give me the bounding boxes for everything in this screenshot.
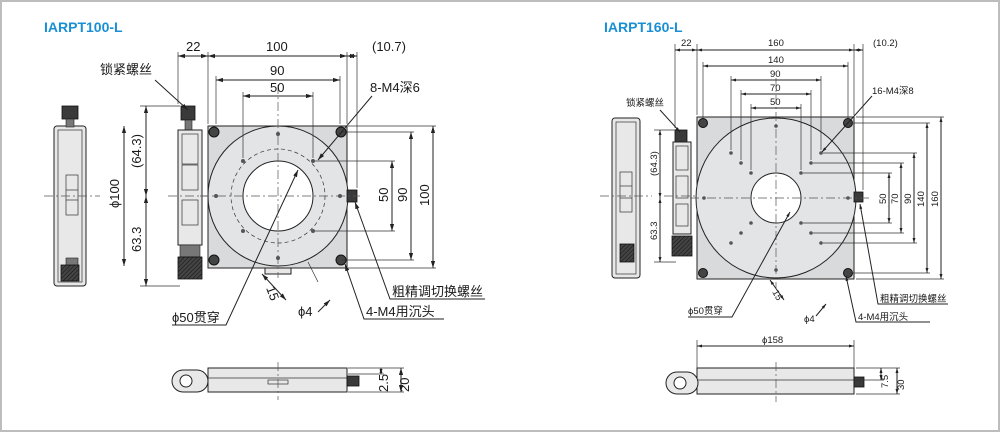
label-counterbore-100: 4-M4用沉头 (366, 304, 435, 319)
dim-50-top-100: 50 (270, 80, 284, 95)
dim-dia100: ϕ100 (107, 179, 122, 208)
dim-63-3-160: 63.3 (649, 222, 660, 241)
model-iarpt160: IARPT160-L (600, 19, 948, 402)
dim-v90-100: 90 (395, 188, 410, 202)
dim-dia4-160: ϕ4 (804, 314, 815, 325)
dim-50-top-160: 50 (770, 97, 781, 108)
top-view-100 (200, 85, 360, 278)
dim-64-3-100: (64.3) (129, 134, 144, 168)
dim-v160-160: 160 (930, 191, 941, 207)
dim-64-3-160: (64.3) (649, 151, 660, 176)
label-lock-screw-160: 锁紧螺丝 (626, 97, 664, 109)
dim-dia4-100: ϕ4 (298, 304, 313, 319)
dim-90-top-100: 90 (270, 63, 284, 78)
callouts-160: 锁紧螺丝 16-M4深8 粗精调切换螺丝 4-M4用沉头 ϕ50贯穿 15 ϕ4 (626, 86, 948, 325)
dim-10-2: (10.2) (873, 38, 898, 49)
label-switch-screw-160: 粗精调切换螺丝 (880, 293, 947, 305)
dim-10-7: (10.7) (372, 39, 406, 54)
dim-7-5: 7.5 (880, 375, 891, 388)
label-counterbore-160: 4-M4用沉头 (858, 311, 908, 323)
dim-22-100: 22 (186, 39, 200, 54)
dim-v50-160: 50 (878, 193, 889, 204)
title-iarpt100: IARPT100-L (44, 19, 123, 35)
dim-100-top: 100 (266, 39, 288, 54)
dim-30: 30 (896, 379, 907, 390)
dim-v100-100: 100 (417, 184, 432, 206)
model-iarpt100: IARPT100-L (44, 19, 485, 400)
dim-63-3-100: 63.3 (129, 227, 144, 252)
side-view-160 (600, 117, 652, 279)
title-iarpt160: IARPT160-L (604, 19, 683, 35)
callouts-100: 锁紧螺丝 8-M4深6 粗精调切换螺丝 4-M4用沉头 ϕ50贯穿 15 ϕ4 (100, 62, 485, 326)
dims-top-100: 22 100 (10.7) 90 50 (177, 39, 406, 188)
label-through-hole-100: ϕ50贯穿 (172, 310, 220, 325)
label-through-hole-160: ϕ50贯穿 (688, 305, 723, 317)
dim-160-top: 160 (768, 38, 784, 49)
dims-right-100: 50 90 100 (315, 125, 436, 269)
dim-20: 20 (397, 378, 412, 392)
dim-15-100: 15 (263, 284, 282, 303)
dim-dia158: ϕ158 (762, 335, 783, 346)
mechanism-view-160 (664, 129, 700, 257)
dims-left-100: ϕ100 (64.3) 63.3 (107, 105, 180, 287)
bottom-view-100: 2.5 20 (171, 362, 412, 400)
dims-right-160: 50 70 90 140 160 (803, 116, 944, 280)
dim-v70-160: 70 (890, 193, 901, 204)
dim-2-5: 2.5 (376, 374, 391, 392)
side-view-100 (44, 105, 100, 287)
dims-left-160: (64.3) 63.3 (649, 129, 676, 263)
dim-v50-100: 50 (376, 188, 391, 202)
dim-15-160: 15 (769, 288, 784, 303)
label-lock-screw-100: 锁紧螺丝 (100, 62, 152, 77)
bottom-view-160: ϕ158 7.5 30 (665, 335, 907, 402)
label-switch-screw-100: 粗精调切换螺丝 (392, 284, 483, 299)
dim-140-top: 140 (768, 55, 784, 66)
dim-22-160: 22 (681, 38, 692, 49)
dim-90-top-160: 90 (770, 69, 781, 80)
dim-v90-160: 90 (903, 193, 914, 204)
dim-v140-160: 140 (916, 191, 927, 207)
mechanism-view-100 (168, 105, 210, 280)
label-tapped-holes-100: 8-M4深6 (370, 80, 420, 95)
dim-70-top-160: 70 (770, 83, 781, 94)
top-view-160 (690, 78, 870, 288)
label-tapped-holes-160: 16-M4深8 (872, 86, 914, 97)
